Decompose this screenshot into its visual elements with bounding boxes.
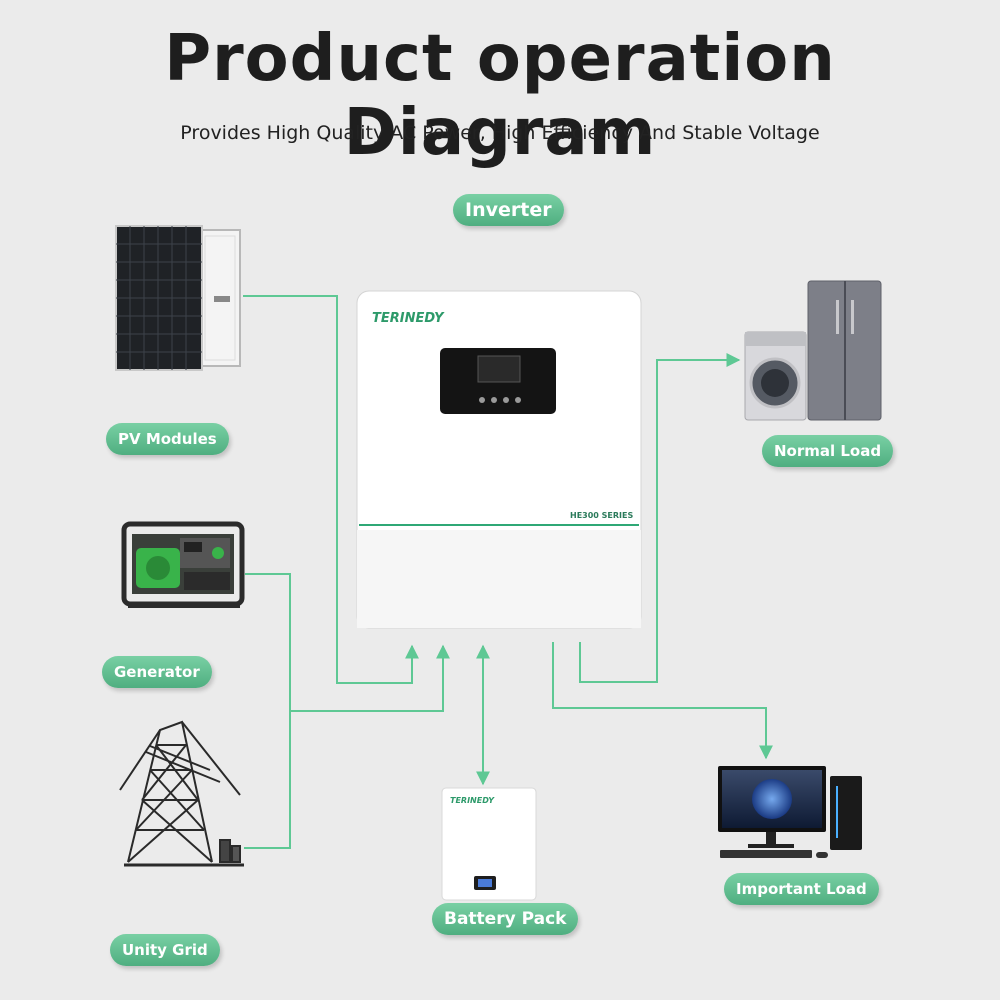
battery-brand: TERINEDY — [450, 796, 495, 805]
solar-panel-image — [115, 225, 241, 371]
grid-line — [244, 711, 291, 849]
important-load-line — [552, 642, 773, 760]
page-subtitle: Provides High Quality AC Power, High Eff… — [180, 122, 820, 144]
inverter-brand: TERINEDY — [372, 311, 445, 326]
normal-load-line — [579, 353, 741, 683]
battery-image: TERINEDY — [441, 787, 537, 901]
inverter-series: HE300 SERIES — [570, 511, 633, 520]
normal-load-label: Normal Load — [762, 435, 894, 467]
important-load-image — [718, 766, 862, 858]
page-title: Product operation Diagram — [164, 22, 836, 170]
important-load-label: Important Load — [724, 873, 879, 905]
pv-line — [243, 295, 419, 684]
grid-tower-image — [119, 720, 244, 867]
connection-lines — [243, 295, 773, 849]
unity-grid-label: Unity Grid — [110, 934, 220, 966]
pv-modules-label: PV Modules — [106, 423, 229, 455]
normal-load-image — [744, 280, 882, 421]
generator-label: Generator — [102, 656, 212, 688]
inverter-label: Inverter — [453, 194, 564, 226]
battery-pack-label: Battery Pack — [432, 903, 579, 935]
generator-image — [121, 521, 245, 608]
inverter-image: TERINEDY HE300 SERIES — [356, 290, 642, 629]
